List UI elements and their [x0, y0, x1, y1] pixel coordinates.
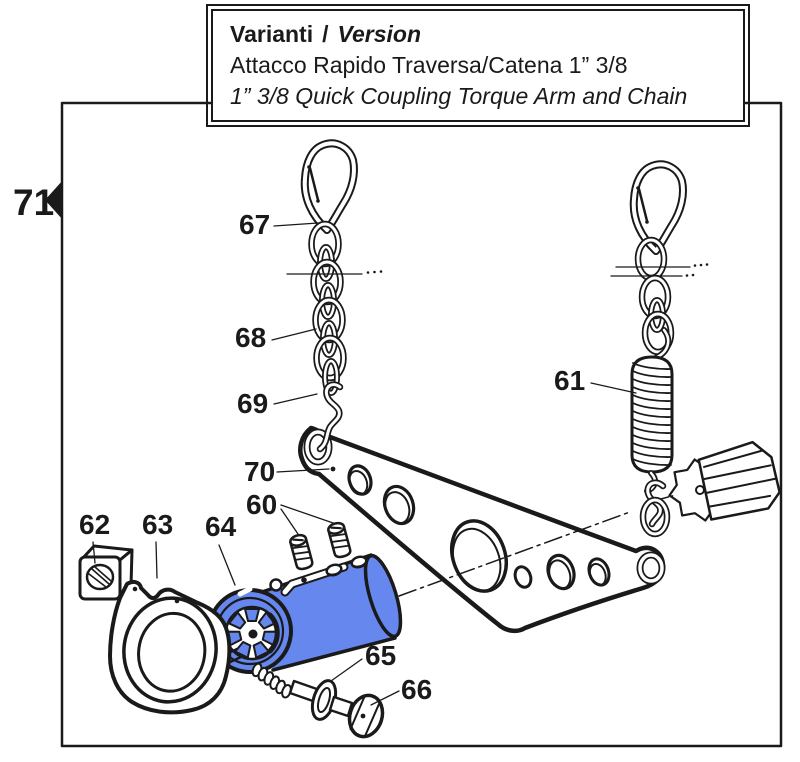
callout-71: 71: [13, 182, 55, 223]
title-slash: /: [322, 21, 329, 47]
s-hook-left-icon: [316, 381, 344, 453]
grub-screw-icon: [289, 533, 314, 571]
hex-head-icon: [347, 693, 385, 739]
callout-69: 69: [237, 388, 269, 419]
support-clamp-icon: [108, 579, 232, 715]
splined-shaft-stub-icon: [660, 440, 781, 522]
snap-hook-right-icon: [634, 164, 683, 251]
variant-title-box: Varianti / Version Attacco Rapido Traversa…: [206, 4, 750, 127]
title-word-italian: Varianti: [230, 21, 314, 47]
callout-67: 67: [239, 209, 271, 240]
callout-70: 70: [244, 456, 276, 487]
callout-64: 64: [205, 511, 237, 542]
title-word-english: Version: [337, 21, 422, 47]
grub-screw-icon: [327, 521, 352, 559]
callout-62: 62: [79, 509, 111, 540]
callout-65: 65: [365, 640, 397, 671]
callout-61: 61: [554, 365, 586, 396]
s-hook-right-icon: [639, 479, 671, 538]
variant-pointer-triangle-icon: [45, 180, 63, 220]
torque-arm-plate: [298, 425, 666, 634]
title-line-english: 1” 3/8 Quick Coupling Torque Arm and Cha…: [230, 83, 688, 109]
bolt-with-washer: [251, 662, 385, 739]
spline-bore: [226, 608, 280, 659]
callout-60: 60: [246, 489, 278, 520]
title-heading: Varianti / Version: [230, 19, 743, 50]
square-nut-icon: [78, 544, 134, 601]
callout-66: 66: [401, 674, 433, 705]
tension-spring-icon: [630, 327, 674, 494]
leader-lines: [92, 222, 637, 719]
right-chain-upper: [610, 236, 709, 356]
axis-centerline: [398, 511, 631, 597]
callout-63: 63: [142, 509, 174, 540]
snap-hook-icon: [300, 139, 358, 234]
title-line-italian: Attacco Rapido Traversa/Catena 1” 3/8: [230, 52, 628, 78]
chain-break-line-left: [286, 270, 383, 275]
callout-68: 68: [235, 322, 267, 353]
left-chain: [308, 220, 347, 396]
